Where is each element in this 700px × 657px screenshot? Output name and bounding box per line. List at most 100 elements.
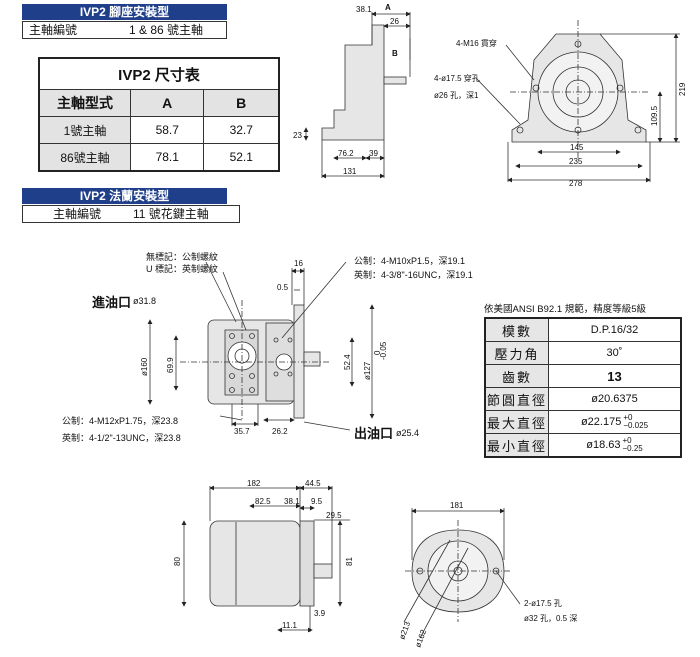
size-col-header: 主軸型式 (38, 89, 131, 117)
dim-text: 11.1 (282, 621, 298, 630)
size-table-title: IVP2 尺寸表 (38, 57, 280, 90)
dim-text: 82.5 (255, 497, 271, 506)
dim-text: ø213 (397, 620, 412, 641)
row-label: 最小直徑 (484, 433, 549, 458)
foot-mount-banner: IVP2 腳座安裝型 (22, 4, 227, 20)
dim-text: 26 (390, 17, 399, 26)
flange-front-view (403, 508, 521, 639)
note-text: ø26 孔，深1 (434, 91, 479, 100)
tol-top: +0 (622, 436, 632, 445)
thread-note-imperial: U 標記：英制螺紋 (146, 264, 219, 274)
row-label: 模數 (484, 317, 549, 342)
flange-mid-dims: 16 0.5 ø160 69.9 35.7 26.2 52.4 ø127 0 -… (140, 259, 388, 436)
dim-text: 0 (373, 350, 382, 355)
row-label: 86號主軸 (38, 143, 131, 172)
dim-text: 109.5 (650, 105, 659, 126)
flange-middle-view (147, 261, 375, 431)
row-label: 齒數 (484, 364, 549, 388)
note-text: 4-ø17.5 穿孔 (434, 73, 480, 83)
tol-bottom: −0.025 (623, 421, 649, 430)
dim-text: 39 (369, 149, 378, 158)
row-b: 32.7 (203, 116, 280, 144)
thread-note-metric: 無標記：公制螺紋 (146, 252, 219, 262)
foot-mount-shaft-row: 主軸編號 1 & 86 號主軸 (22, 21, 227, 39)
note-text: 4-M16 貫穿 (456, 38, 497, 48)
outlet-label: 出油口 (354, 426, 394, 441)
row-a: 78.1 (129, 143, 205, 172)
dim-text: 181 (450, 501, 464, 510)
top-right-note-metric: 公制：4-M10xP1.5，深19.1 (354, 256, 466, 266)
dim-text: 69.9 (166, 357, 175, 373)
row-value: ø20.6375 (548, 387, 682, 411)
bottom-left-note-imperial: 英制：4-1/2"-13UNC，深23.8 (62, 433, 181, 443)
table-row: 86號主軸 78.1 52.1 (38, 143, 280, 172)
row-value: 30˚ (548, 341, 682, 365)
row-value: ø22.175+0−0.025 (548, 410, 682, 434)
min-dia: ø18.63 (586, 438, 621, 451)
dim-text: ø127 (363, 361, 372, 380)
row-label: 最大直徑 (484, 410, 549, 434)
flange-side-dims: 182 44.5 82.5 38.1 9.5 29.5 80 81 3.9 11… (173, 479, 354, 630)
size-col-b: B (203, 89, 280, 117)
dim-text: 9.5 (311, 497, 323, 506)
dim-text: 38.1 (284, 497, 300, 506)
row-label: 壓力角 (484, 341, 549, 365)
row-b: 52.1 (203, 143, 280, 172)
dim-text: 182 (247, 479, 261, 488)
dim-text: 76.2 (338, 149, 354, 158)
dim-text: 38.1 (356, 5, 372, 14)
top-right-note-imperial: 英制：4-3/8"-16UNC，深19.1 (354, 270, 473, 280)
dim-text: 26.2 (272, 427, 288, 436)
inlet-size: ø31.8 (133, 296, 157, 306)
dim-text: ø162 (413, 628, 428, 649)
spline-caption: 依美國ANSI B92.1 規範，精度等級5級 (484, 304, 647, 315)
dim-text: 81 (345, 557, 354, 566)
shaft-label: 主軸編號 (53, 207, 102, 221)
table-row: 最大直徑 ø22.175+0−0.025 (484, 410, 682, 434)
dim-text: A (385, 3, 391, 12)
dim-text: 80 (173, 557, 182, 566)
flange-mount-banner: IVP2 法蘭安裝型 (22, 188, 227, 204)
inlet-label: 進油口 (92, 295, 132, 310)
tol-top: +0 (623, 413, 633, 422)
dim-text: 219 (678, 82, 687, 96)
dim-text: ø160 (140, 357, 149, 376)
shaft-label: 主軸編號 (29, 23, 78, 37)
foot-side-dims: 38.1 A 26 B 23 76.2 39 131 (293, 3, 399, 176)
size-col-a: A (129, 89, 205, 117)
row-a: 58.7 (129, 116, 205, 144)
note-text: ø32 孔，0.5 深 (524, 614, 577, 623)
foot-front-notes: 4-M16 貫穿 4-ø17.5 穿孔 ø26 孔，深1 145 235 278… (434, 38, 687, 188)
flange-mount-shaft-row: 主軸編號 11 號花鍵主軸 (22, 205, 240, 223)
max-dia: ø22.175 (580, 415, 622, 428)
dim-text: 35.7 (234, 427, 250, 436)
outlet-size: ø25.4 (396, 428, 420, 438)
table-row: 最小直徑 ø18.63+0−0.25 (484, 433, 682, 458)
bottom-left-note-metric: 公制：4-M12xP1.75，深23.8 (62, 416, 179, 426)
shaft-value: 11 號花鍵主軸 (133, 207, 209, 221)
dim-text: 29.5 (326, 511, 342, 520)
dim-text: 23 (293, 131, 302, 140)
table-row: 1號主軸 58.7 32.7 (38, 116, 280, 144)
dim-text: -0.05 (379, 341, 388, 360)
dim-text: 278 (569, 179, 583, 188)
flange-side-view (181, 485, 350, 633)
dim-text: 235 (569, 157, 583, 166)
row-value: 13 (548, 364, 682, 388)
note-text: 2-ø17.5 孔 (524, 599, 562, 608)
dim-text: 16 (294, 259, 303, 268)
shaft-value: 1 & 86 號主軸 (129, 23, 204, 37)
dim-text: 52.4 (343, 354, 352, 370)
dim-text: 0.5 (277, 283, 289, 292)
foot-side-view (303, 11, 411, 179)
foot-front-view (475, 20, 680, 183)
size-table: IVP2 尺寸表 主軸型式 A B 1號主軸 58.7 32.7 86號主軸 7… (38, 57, 280, 172)
dim-text: 44.5 (305, 479, 321, 488)
dim-text: B (392, 49, 398, 58)
dim-text: 131 (343, 167, 357, 176)
